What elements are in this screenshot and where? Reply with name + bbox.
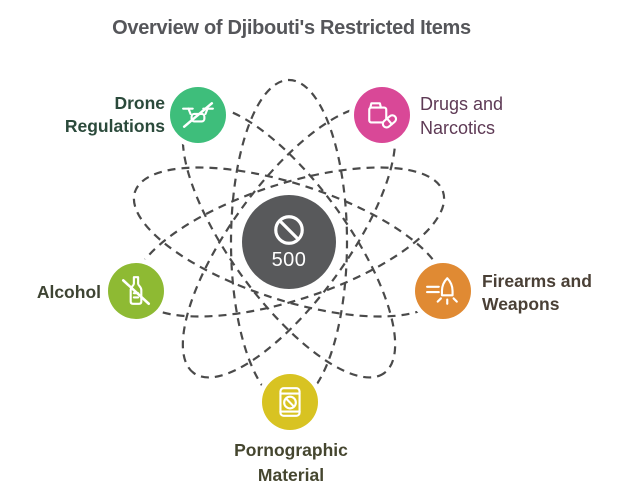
- label-pornographic-material: Pornographic Material: [181, 438, 401, 488]
- medicine-box-pill-icon: [368, 102, 398, 129]
- label-line: Pornographic: [234, 440, 348, 460]
- node-pornographic-material: [262, 374, 318, 430]
- label-line: Drone: [114, 93, 165, 113]
- prohibition-icon: [274, 215, 304, 245]
- label-line: Material: [257, 465, 325, 485]
- label-drugs-and-narcotics: Drugs and Narcotics: [420, 92, 590, 140]
- label-line: Firearms and: [482, 271, 592, 291]
- label-line: Regulations: [64, 116, 165, 136]
- label-line: Drugs and: [420, 94, 504, 114]
- label-line: Alcohol: [36, 282, 101, 302]
- bullet-icon: [426, 277, 458, 305]
- node-drone-regulations: [170, 87, 226, 143]
- label-drone-regulations: Drone Regulations: [0, 92, 165, 138]
- label-line: Weapons: [482, 294, 560, 314]
- label-alcohol: Alcohol: [0, 281, 101, 304]
- center-node: 500: [242, 195, 336, 289]
- no-alcohol-icon: [121, 276, 151, 306]
- label-line: Narcotics: [420, 118, 496, 138]
- page-title: Overview of Djibouti's Restricted Items: [112, 17, 471, 39]
- no-drone-icon: [182, 102, 214, 128]
- no-adult-content-icon: [279, 387, 301, 417]
- node-alcohol: [108, 263, 164, 319]
- node-firearms-and-weapons: [415, 263, 471, 319]
- label-firearms-and-weapons: Firearms and Weapons: [482, 270, 640, 316]
- center-value: 500: [271, 249, 307, 271]
- node-drugs-and-narcotics: [354, 87, 410, 143]
